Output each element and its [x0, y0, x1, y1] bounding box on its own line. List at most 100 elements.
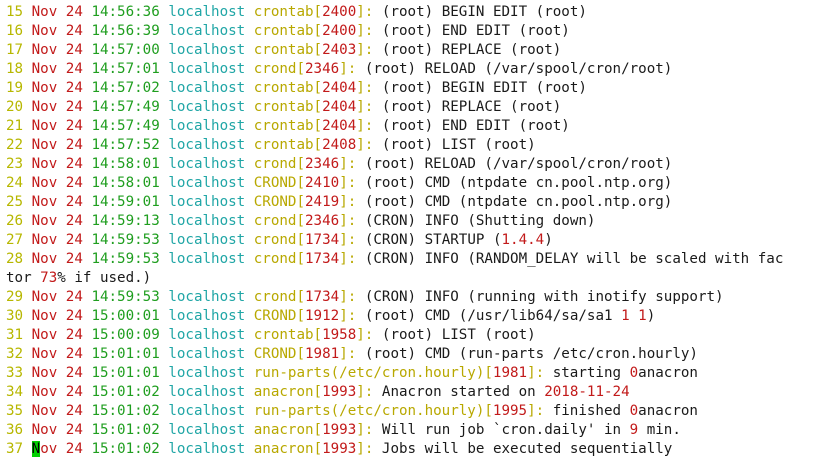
log-process: CROND: [253, 308, 297, 324]
log-message: Will run job `cron.daily' in: [373, 422, 630, 438]
log-line: 32 Nov 24 15:01:01 localhost CROND[1981]…: [6, 345, 827, 364]
log-bracket: ]:: [356, 327, 374, 343]
log-bracket: [: [313, 327, 323, 343]
log-time: 15:01:02: [91, 384, 160, 400]
log-date: Nov 24: [31, 194, 83, 210]
log-date: Nov 24: [31, 156, 83, 172]
log-message: Anacron started on: [373, 384, 545, 400]
log-date: Nov 24: [31, 175, 83, 191]
log-time: 15:01:01: [91, 365, 160, 381]
log-pid: 1981: [492, 365, 528, 381]
log-process: crontab: [253, 137, 314, 153]
log-message-number: 1 1: [621, 308, 647, 324]
log-bracket: [: [484, 403, 493, 419]
line-number: 18: [6, 61, 24, 77]
log-date: Nov 24: [31, 118, 83, 134]
log-host: localhost: [168, 232, 246, 248]
log-line: 16 Nov 24 14:56:39 localhost crontab[240…: [6, 22, 827, 41]
log-time: 14:59:53: [91, 232, 160, 248]
log-process: crontab: [253, 42, 314, 58]
line-number: 33: [6, 365, 24, 381]
log-host: localhost: [168, 42, 246, 58]
log-bracket: [: [313, 441, 323, 457]
log-line: 27 Nov 24 14:59:53 localhost crond[1734]…: [6, 231, 827, 250]
line-number: 15: [6, 4, 24, 20]
log-date: Nov 24: [31, 80, 83, 96]
log-message: (CRON) INFO (Shutting down): [356, 213, 596, 229]
log-host: localhost: [168, 251, 246, 267]
log-line: 17 Nov 24 14:57:00 localhost crontab[240…: [6, 41, 827, 60]
line-number: 26: [6, 213, 24, 229]
log-message: (root) CMD (ntpdate cn.pool.ntp.org): [356, 194, 673, 210]
log-date: Nov 24: [31, 308, 83, 324]
log-date: Nov 24: [31, 213, 83, 229]
log-bracket: ]:: [356, 23, 374, 39]
log-bracket: [: [296, 213, 306, 229]
log-pid: 2404: [322, 80, 357, 96]
log-date: Nov 24: [31, 232, 83, 248]
log-message: (CRON) INFO (running with inotify suppor…: [356, 289, 724, 305]
log-message: (root) END EDIT (root): [373, 118, 570, 134]
log-bracket: [: [296, 289, 306, 305]
log-message: (root) BEGIN EDIT (root): [373, 4, 587, 20]
log-pid: 1734: [305, 289, 340, 305]
log-line: 19 Nov 24 14:57:02 localhost crontab[240…: [6, 79, 827, 98]
log-bracket: [: [296, 156, 306, 172]
log-message: (root) REPLACE (root): [373, 99, 562, 115]
log-time: 14:59:13: [91, 213, 160, 229]
log-date: Nov 24: [31, 289, 83, 305]
line-number: 29: [6, 289, 24, 305]
log-process: anacron: [253, 384, 314, 400]
log-process: anacron: [253, 422, 314, 438]
log-time: 14:57:49: [91, 99, 160, 115]
log-message: (root) LIST (root): [373, 137, 536, 153]
log-pid: 2403: [322, 42, 357, 58]
log-pid: 1993: [322, 441, 357, 457]
log-bracket: [: [313, 99, 323, 115]
log-message: anacron: [638, 403, 698, 419]
log-bracket: ]:: [339, 61, 357, 77]
log-date: Nov 24: [31, 61, 83, 77]
log-date: Nov 24: [31, 251, 83, 267]
log-host: localhost: [168, 327, 246, 343]
log-bracket: [: [313, 80, 323, 96]
log-date: Nov 24: [31, 99, 83, 115]
log-host: localhost: [168, 118, 246, 134]
log-time: 14:57:00: [91, 42, 160, 58]
log-message-number: 9: [629, 422, 639, 438]
log-host: localhost: [168, 61, 246, 77]
log-time: 15:01:02: [91, 422, 160, 438]
log-bracket: [: [296, 194, 306, 210]
log-line: 23 Nov 24 14:58:01 localhost crond[2346]…: [6, 155, 827, 174]
log-host: localhost: [168, 289, 246, 305]
log-message: anacron: [638, 365, 698, 381]
log-pid: 2404: [322, 99, 357, 115]
log-process: run-parts(/etc/cron.hourly): [253, 365, 485, 381]
log-process: crond: [253, 61, 297, 77]
log-line: 36 Nov 24 15:01:02 localhost anacron[199…: [6, 421, 827, 440]
log-time: 15:00:09: [91, 327, 160, 343]
log-message: min.: [638, 422, 681, 438]
line-number: 22: [6, 137, 24, 153]
log-date: Nov 24: [31, 4, 83, 20]
log-time: 14:57:02: [91, 80, 160, 96]
log-process: CROND: [253, 175, 297, 191]
log-bracket: ]:: [339, 156, 357, 172]
log-bracket: ]:: [339, 213, 357, 229]
log-host: localhost: [168, 4, 246, 20]
log-pid: 1993: [322, 422, 357, 438]
log-bracket: ]:: [356, 99, 374, 115]
log-message: (root) LIST (root): [373, 327, 536, 343]
line-number: 20: [6, 99, 24, 115]
log-pid: 2410: [305, 175, 340, 191]
line-number: 37: [6, 441, 24, 457]
log-time: 15:01:02: [91, 403, 160, 419]
log-line: tor 73% if used.): [6, 269, 827, 288]
log-process: crontab: [253, 4, 314, 20]
log-line: 15 Nov 24 14:56:36 localhost crontab[240…: [6, 3, 827, 22]
log-time: 14:59:53: [91, 251, 160, 267]
log-bracket: ]:: [356, 118, 374, 134]
log-pid: 1734: [305, 251, 340, 267]
log-bracket: [: [313, 422, 323, 438]
